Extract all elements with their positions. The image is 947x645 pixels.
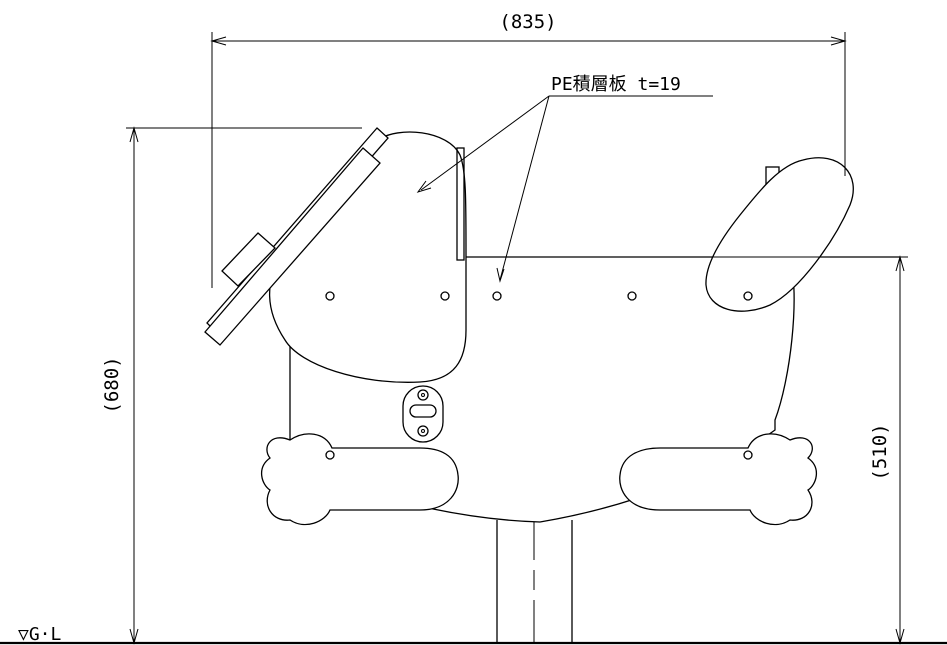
head-rib (456, 147, 465, 261)
bolt-holes (325, 291, 753, 460)
dimension-height-label: (680) (101, 356, 123, 413)
dimension-seat-height: (510) (466, 255, 908, 645)
back-leg (619, 433, 817, 526)
dimension-width: (835) (210, 11, 847, 288)
ear-handle (705, 157, 854, 312)
support-post (496, 520, 573, 643)
head-panel (268, 131, 467, 383)
ground-label: ▽G·L (18, 624, 62, 645)
dimension-height: (680) (101, 126, 362, 645)
foot-grip-plate (402, 385, 444, 443)
front-leg (261, 433, 459, 526)
dimension-seat-height-label: (510) (869, 423, 891, 480)
dimension-width-label: (835) (499, 11, 556, 33)
material-note-label: PE積層板 t=19 (551, 74, 681, 95)
handle-plate (204, 127, 389, 346)
material-note: PE積層板 t=19 (416, 74, 713, 283)
